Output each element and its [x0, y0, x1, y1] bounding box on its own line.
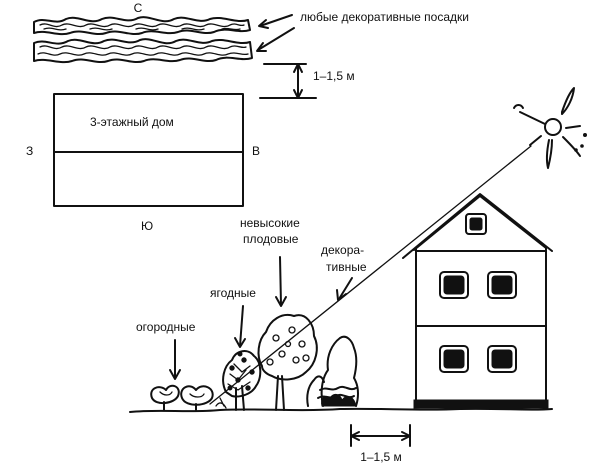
- plan-distance-label: 1–1,5 м: [313, 69, 355, 83]
- berry-bush: [215, 350, 262, 411]
- decorative-shrubs: [306, 335, 359, 407]
- sun-icon: [513, 87, 587, 169]
- vegetable-plants: [150, 384, 214, 411]
- plan-distance-marker: [259, 63, 317, 99]
- decorative-label-line1: декора-: [321, 243, 364, 257]
- house-profile: [402, 193, 553, 409]
- profile-label-arrows: [169, 256, 353, 380]
- vegetable-label: огородные: [136, 320, 196, 334]
- house-plan-label: 3-этажный дом: [90, 115, 174, 129]
- plan-view: С любые декоративные посадки 1–1,5 м: [26, 1, 469, 233]
- sun-ray-line: [209, 145, 532, 405]
- compass-north: С: [134, 1, 143, 15]
- profile-distance-marker: [350, 424, 411, 447]
- berry-label: ягодные: [210, 286, 256, 300]
- profile-distance-label: 1–1,5 м: [360, 450, 402, 464]
- decor-planting-label: любые декоративные посадки: [300, 10, 469, 24]
- house-plan-rectangle: [53, 93, 244, 207]
- compass-west: З: [26, 144, 33, 158]
- decorative-hedge-rows: [33, 16, 253, 64]
- decorative-label-line2: тивные: [326, 260, 367, 274]
- profile-view: огородные ягодные невысокие плодовые дек…: [129, 87, 587, 464]
- compass-south: Ю: [141, 219, 153, 233]
- fruit-tree: [257, 314, 318, 411]
- ground-line: [129, 407, 553, 413]
- compass-east: В: [252, 144, 260, 158]
- fruit-label-line1: невысокие: [240, 216, 300, 230]
- hedge-arrows: [256, 14, 295, 52]
- fruit-label-line2: плодовые: [243, 232, 299, 246]
